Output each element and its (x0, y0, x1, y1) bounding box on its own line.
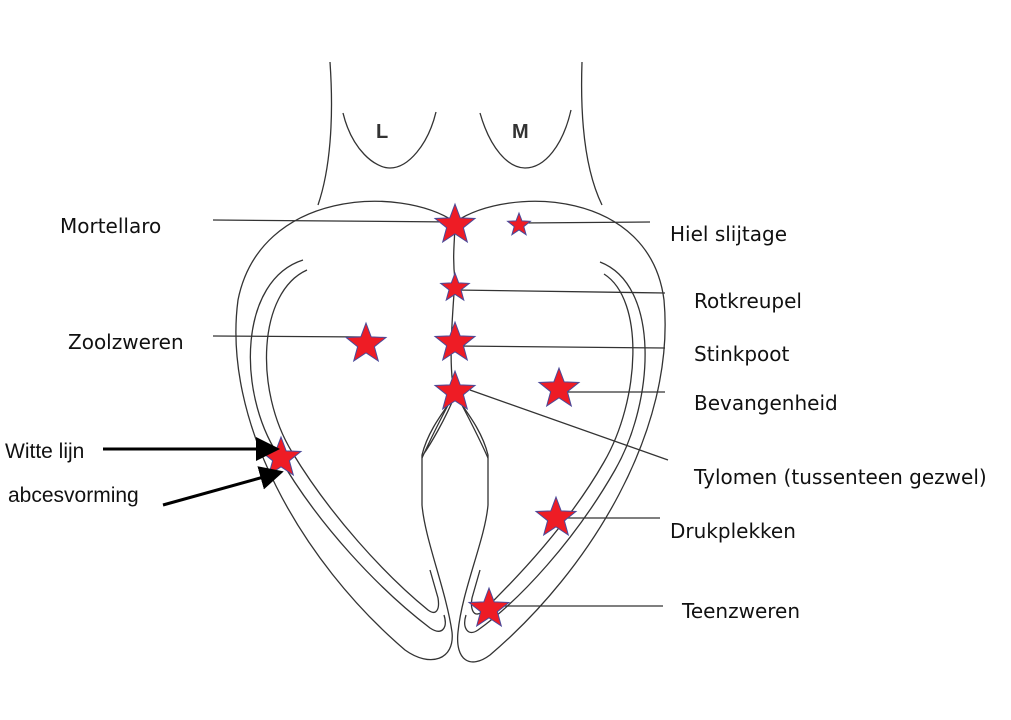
star-icon-witte-lijn (259, 435, 303, 477)
lateral-claw-outline (235, 200, 456, 661)
leader-mortellaro (212, 219, 456, 223)
label-hiel-slijtage: Hiel slijtage (670, 222, 787, 246)
star-icon-tylomen (433, 369, 477, 411)
leader-hiel-slijtage (518, 221, 651, 224)
label-rotkreupel: Rotkreupel (694, 289, 802, 313)
lesion-stars (259, 202, 581, 628)
label-stinkpoot: Stinkpoot (694, 342, 790, 366)
lateral-white-line-outer (249, 259, 446, 632)
star-icon-stinkpoot (433, 320, 477, 362)
heel-bulb-medial (479, 109, 572, 169)
medial-white-line-outer (464, 261, 646, 634)
claw-label-lateral: L (376, 121, 388, 143)
medial-white-line-inner (470, 273, 634, 615)
medial-claw-outline (454, 200, 666, 663)
interdigital-space (421, 391, 489, 459)
star-icon-zoolzweren (344, 321, 388, 363)
label-teenzweren: Teenzweren (681, 599, 800, 623)
star-icon-teenzweren (467, 586, 511, 628)
label-witte-lijn: Witte lijn (5, 440, 84, 463)
label-tylomen: Tylomen (tussenteen gezwel) (693, 465, 987, 489)
label-bevangenheid: Bevangenheid (694, 391, 838, 415)
leader-stinkpoot (454, 345, 666, 349)
leader-rotkreupel (454, 289, 666, 294)
heel-bulb-lateral (342, 111, 437, 169)
star-icon-rotkreupel (439, 271, 471, 302)
star-icon-bevangenheid (537, 366, 581, 408)
arrow-abcesvorming (162, 466, 284, 507)
leg-outline-right (580, 61, 603, 206)
star-icon-mortellaro (433, 202, 477, 244)
star-icon-hiel-slijtage (506, 211, 532, 236)
claw-label-medial: M (512, 121, 529, 143)
label-mortellaro: Mortellaro (60, 214, 161, 238)
lateral-white-line-inner (265, 269, 440, 613)
leader-tylomen (469, 389, 669, 461)
label-zoolzweren: Zoolzweren (68, 330, 184, 354)
label-abcesvorming: abcesvorming (8, 484, 139, 507)
label-drukplekken: Drukplekken (670, 519, 796, 543)
leader-zoolzweren (212, 335, 367, 338)
leg-outline-left (317, 61, 333, 206)
star-icon-drukplekken (534, 495, 578, 537)
